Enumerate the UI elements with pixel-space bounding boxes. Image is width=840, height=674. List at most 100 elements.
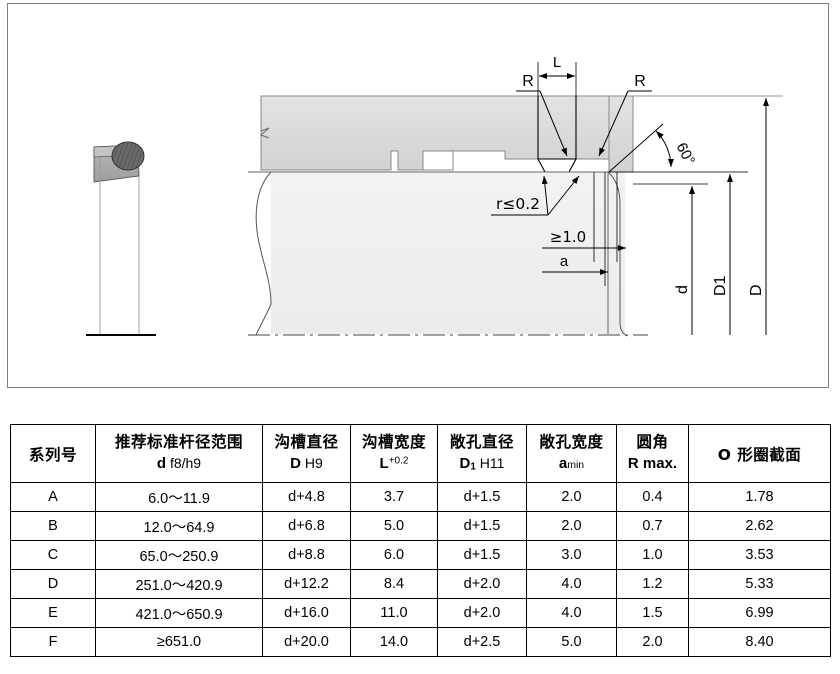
rod-right-chamfer [607, 171, 628, 337]
r-radius-leader-b [547, 175, 580, 216]
cell-series: D [10, 569, 96, 599]
header-groove-width: 沟槽宽度 L+0.2 [350, 424, 438, 483]
cell-open-dia: d+2.0 [437, 569, 527, 599]
dimension-rod-diameter: d [633, 183, 708, 335]
header-rod-dia-range: 推荐标准杆径范围 d f8/h9 [95, 424, 263, 483]
header-fillet: 圆角 R max. [616, 424, 689, 483]
cell-groove-dia: d+4.8 [262, 482, 351, 512]
header-rod-dia-range-symbol: d f8/h9 [97, 454, 261, 474]
table-header-row: 系列号 推荐标准杆径范围 d f8/h9 沟槽直径 D H9 沟槽宽度 L+0.… [10, 424, 831, 483]
cell-groove-width: 11.0 [350, 598, 438, 628]
housing-notch [422, 150, 454, 171]
header-open-width: 敞孔宽度 amin [526, 424, 617, 483]
sym-d: d [156, 455, 167, 473]
header-series-label: 系列号 [28, 445, 77, 464]
cell-open-dia: d+2.5 [437, 627, 527, 657]
label-chamfer-angle: 60° [672, 140, 698, 168]
dimension-min-width: ≥1.0 [542, 172, 626, 262]
cell-series: E [10, 598, 96, 628]
label-open-width: a [560, 253, 569, 270]
cell-rod-dia-range: ≥651.0 [95, 627, 263, 657]
cell-open-width: 2.0 [526, 511, 617, 541]
chamfer-angle-arc [655, 130, 674, 168]
cell-fillet: 1.0 [616, 540, 689, 570]
r-right-leader-line [598, 90, 629, 157]
cell-groove-dia: d+6.8 [262, 511, 351, 541]
specification-table-container: 系列号 推荐标准杆径范围 d f8/h9 沟槽直径 D H9 沟槽宽度 L+0.… [10, 424, 831, 657]
rod-end-ellipse-upper [255, 171, 272, 305]
cell-groove-dia: d+16.0 [262, 598, 351, 628]
groove-recess [537, 158, 577, 173]
cell-groove-width: 14.0 [350, 627, 438, 657]
sym-D1: D [459, 455, 471, 473]
header-open-width-symbol: amin [528, 454, 615, 474]
leader-radius-left: R [516, 73, 568, 157]
cell-rod-dia-range: 6.0～11.9 [95, 482, 263, 512]
dimension-open-diameter: D1 [633, 171, 748, 335]
sym-L-tol: +0.2 [388, 455, 409, 467]
r-radius-leader-a [541, 175, 549, 216]
dimension-open-width: a [542, 172, 608, 286]
header-series: 系列号 [10, 424, 96, 483]
label-rod-diameter: d [674, 285, 691, 294]
header-groove-width-symbol: L+0.2 [352, 454, 436, 474]
cell-groove-dia: d+12.2 [262, 569, 351, 599]
header-fillet-symbol: R max. [618, 454, 687, 474]
sym-d-tol: f8/h9 [166, 455, 202, 472]
label-min-width: ≥1.0 [550, 228, 586, 246]
rod-body-fill [271, 172, 625, 334]
leader-radius-right: R [598, 73, 652, 157]
sym-R: R max. [627, 455, 678, 473]
cell-fillet: 1.5 [616, 598, 689, 628]
housing-body-shape [260, 95, 610, 173]
sym-D1-tol: H11 [475, 455, 505, 472]
housing-assembly [259, 95, 634, 173]
r-left-leader-line [539, 90, 568, 157]
cell-fillet: 1.2 [616, 569, 689, 599]
label-radius-right: R [634, 73, 646, 90]
sym-D1-sub: 1 [470, 461, 476, 473]
header-open-dia: 敞孔直径 D1 H11 [437, 424, 527, 483]
cell-rod-dia-range: 65.0～250.9 [95, 540, 263, 570]
cell-groove-width: 3.7 [350, 482, 438, 512]
cell-open-dia: d+1.5 [437, 482, 527, 512]
sym-a: a [558, 455, 568, 473]
cell-fillet: 0.4 [616, 482, 689, 512]
label-open-diameter: D1 [712, 275, 729, 296]
annotation-corner-radius: r≤0.2 [491, 175, 580, 216]
header-rod-dia-range-cn: 推荐标准杆径范围 [114, 432, 243, 451]
break-line-symbol [259, 127, 270, 139]
header-oring-section: O 形圈截面 [688, 424, 831, 483]
header-open-dia-cn: 敞孔直径 [449, 432, 514, 451]
cell-series: A [10, 482, 96, 512]
header-groove-dia-cn: 沟槽直径 [274, 432, 339, 451]
technical-drawing-panel: L R R 60° r≤0.2 ≥1.0 [7, 3, 829, 388]
header-groove-dia: 沟槽直径 D H9 [262, 424, 351, 483]
label-groove-width: L [553, 54, 561, 71]
cell-rod-dia-range: 12.0～64.9 [95, 511, 263, 541]
cell-series: C [10, 540, 96, 570]
cell-fillet: 2.0 [616, 627, 689, 657]
seal-profile-detail [86, 141, 156, 336]
cell-series: F [10, 627, 96, 657]
cell-open-width: 5.0 [526, 627, 617, 657]
dimension-groove-diameter: D [633, 95, 783, 335]
sym-D: D [290, 455, 302, 473]
cell-open-dia: d+1.5 [437, 511, 527, 541]
sym-D-tol: H9 [301, 455, 323, 472]
specification-table: 系列号 推荐标准杆径范围 d f8/h9 沟槽直径 D H9 沟槽宽度 L+0.… [10, 424, 831, 657]
rod-end-ellipse-lower [255, 303, 272, 336]
cell-open-width: 4.0 [526, 598, 617, 628]
header-fillet-cn: 圆角 [636, 432, 669, 451]
cell-oring-section: 6.99 [688, 598, 831, 628]
cell-open-width: 4.0 [526, 569, 617, 599]
label-corner-radius: r≤0.2 [496, 195, 540, 213]
cell-open-width: 2.0 [526, 482, 617, 512]
cell-oring-section: 1.78 [688, 482, 831, 512]
